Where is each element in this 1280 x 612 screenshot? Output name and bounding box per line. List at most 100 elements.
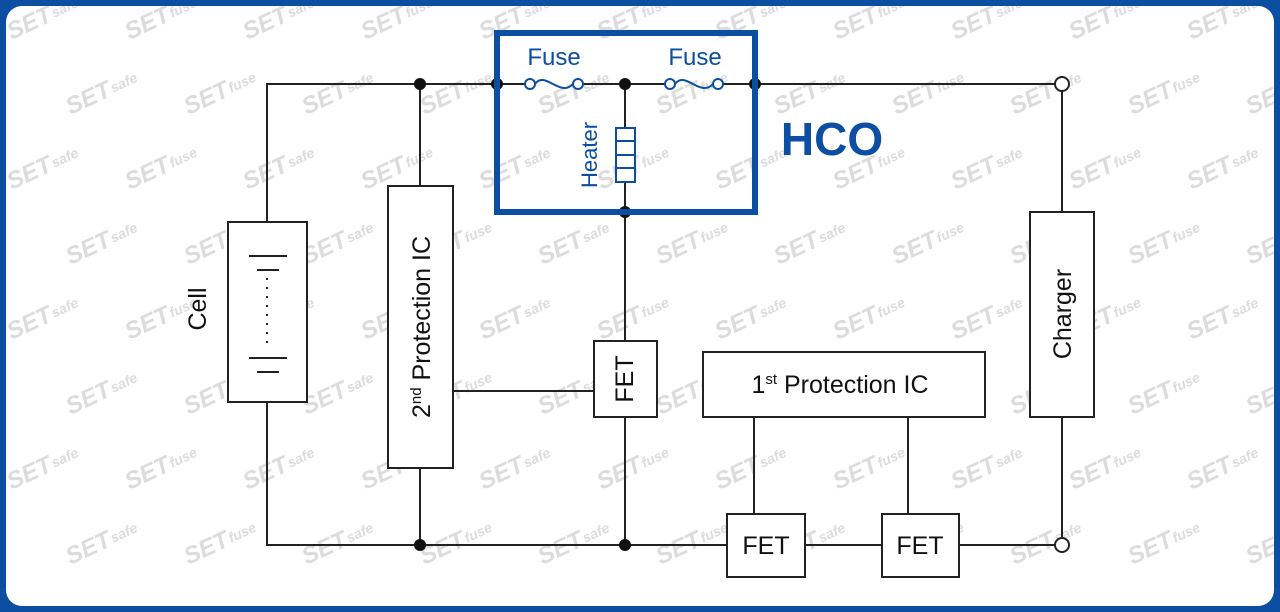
charger-label: Charger (1049, 269, 1077, 359)
svg-text:SET: SET (1242, 375, 1274, 420)
svg-text:fuse: fuse (875, 294, 908, 321)
svg-text:fuse: fuse (462, 69, 495, 96)
wire-bottom-left (266, 402, 727, 546)
svg-text:SET: SET (475, 6, 531, 45)
svg-text:safe: safe (521, 294, 553, 320)
hco-box (494, 30, 758, 215)
hco-label: HCO (781, 113, 883, 165)
fuse-right-icon (664, 78, 724, 90)
protection-ic-2-text: Protection IC (408, 236, 436, 387)
svg-text:fuse: fuse (1111, 6, 1144, 21)
terminal-top (1054, 76, 1070, 92)
charger-box (1029, 211, 1095, 418)
svg-text:fuse: fuse (1170, 519, 1203, 546)
svg-text:SET: SET (1065, 6, 1121, 45)
svg-text:SET: SET (1242, 525, 1274, 570)
svg-text:fuse: fuse (1111, 294, 1144, 321)
protection-ic-1-number: 1 (751, 371, 765, 399)
svg-text:safe: safe (49, 144, 81, 170)
svg-text:SET: SET (711, 6, 767, 45)
svg-text:safe: safe (285, 144, 317, 170)
svg-text:fuse: fuse (1111, 444, 1144, 471)
svg-text:fuse: fuse (698, 519, 731, 546)
svg-text:fuse: fuse (167, 144, 200, 171)
svg-text:safe: safe (49, 294, 81, 320)
svg-text:fuse: fuse (639, 444, 672, 471)
svg-text:safe: safe (344, 369, 376, 395)
svg-text:safe: safe (49, 6, 81, 21)
svg-text:fuse: fuse (403, 6, 436, 21)
svg-text:safe: safe (521, 6, 553, 21)
svg-text:safe: safe (757, 444, 789, 470)
protection-ic-2-box (387, 185, 454, 469)
fet-bottom-left-box (726, 513, 806, 578)
svg-text:fuse: fuse (462, 219, 495, 246)
svg-text:SET: SET (1242, 75, 1274, 120)
svg-text:fuse: fuse (226, 69, 259, 96)
svg-text:safe: safe (757, 294, 789, 320)
svg-text:SET: SET (947, 6, 1003, 45)
svg-text:fuse: fuse (639, 6, 672, 21)
svg-text:fuse: fuse (167, 444, 200, 471)
protection-ic-2-label: 2nd Protection IC (408, 236, 436, 418)
wire-top-left (266, 83, 525, 222)
protection-ic-1-box (702, 351, 986, 418)
svg-text:fuse: fuse (1170, 369, 1203, 396)
svg-text:fuse: fuse (875, 6, 908, 21)
svg-text:safe: safe (1229, 144, 1261, 170)
terminal-bottom (1054, 537, 1070, 553)
svg-text:safe: safe (580, 219, 612, 245)
svg-text:SET: SET (593, 6, 649, 45)
svg-text:fuse: fuse (934, 219, 967, 246)
svg-text:safe: safe (757, 6, 789, 21)
svg-text:safe: safe (108, 519, 140, 545)
svg-text:fuse: fuse (1170, 69, 1203, 96)
fuse-right-label: Fuse (668, 44, 721, 71)
svg-text:fuse: fuse (934, 69, 967, 96)
svg-text:fuse: fuse (1111, 144, 1144, 171)
protection-ic-2-number: 2 (408, 404, 436, 418)
junction-dot (619, 78, 631, 90)
junction-dot (414, 78, 426, 90)
svg-text:safe: safe (344, 219, 376, 245)
svg-text:safe: safe (108, 369, 140, 395)
svg-text:safe: safe (816, 219, 848, 245)
svg-text:safe: safe (1229, 294, 1261, 320)
cell-label: Cell (184, 287, 212, 330)
fet-vertical-label: FET (611, 355, 639, 402)
svg-text:safe: safe (580, 519, 612, 545)
fuse-left-icon (524, 78, 584, 90)
svg-text:fuse: fuse (639, 144, 672, 171)
